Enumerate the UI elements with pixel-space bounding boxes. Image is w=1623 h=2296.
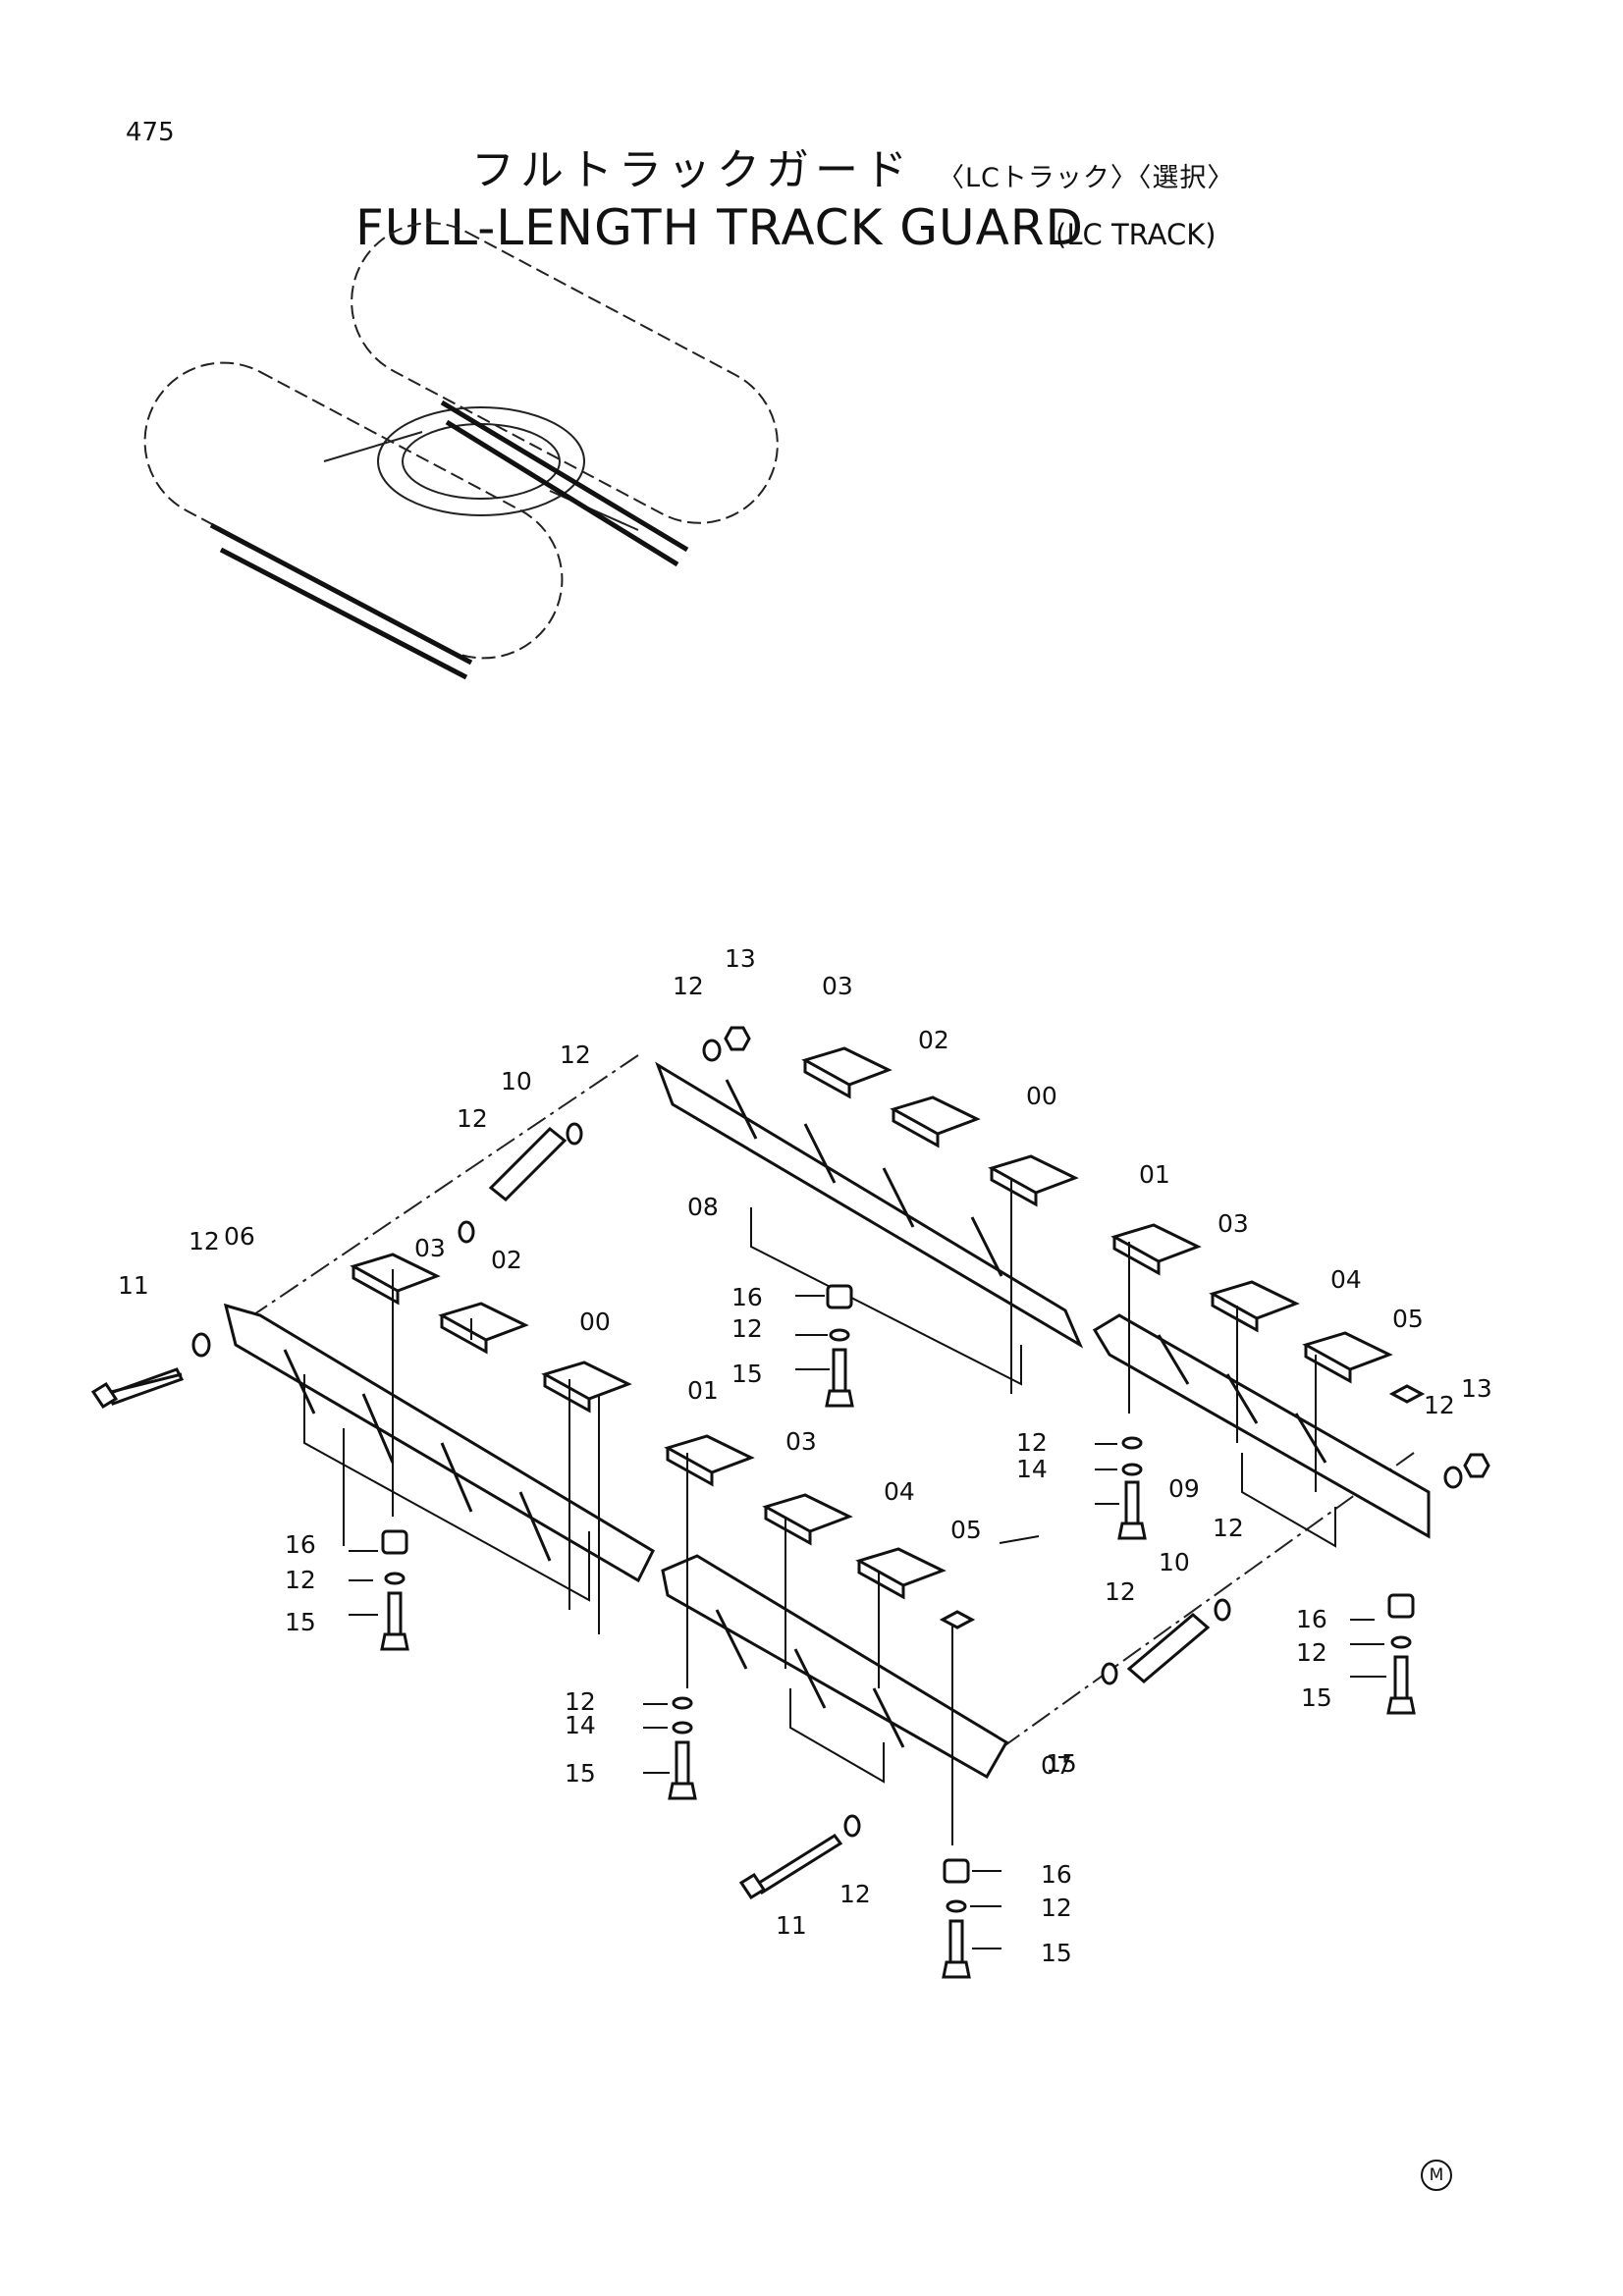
callout-label: 16 xyxy=(1296,1605,1327,1633)
callout-label: 15 xyxy=(565,1759,596,1788)
callout-label: 08 xyxy=(687,1193,719,1221)
callout-label: 11 xyxy=(118,1271,149,1300)
assembly-centerlines xyxy=(244,1054,1415,1763)
callout-label: 12 xyxy=(673,972,704,1000)
title-japanese-subtitle: 〈LCトラック〉〈選択〉 xyxy=(938,163,1235,193)
callout-label: 13 xyxy=(1461,1374,1492,1403)
callout-label: 00 xyxy=(579,1308,611,1336)
callout-label: 03 xyxy=(414,1234,446,1262)
callout-label: 15 xyxy=(285,1608,316,1636)
callout-label: 15 xyxy=(731,1360,763,1388)
rail-08 xyxy=(655,1061,1084,1386)
callout-label: 10 xyxy=(1159,1548,1190,1576)
bushing-bolt-stacks xyxy=(380,1284,1416,1979)
callout-label: 12 xyxy=(731,1314,763,1343)
title-english-subtitle: (LC TRACK) xyxy=(1055,218,1217,251)
callout-label: 04 xyxy=(1330,1265,1362,1294)
track-chain-overview xyxy=(209,400,689,680)
callout-label: 00 xyxy=(1026,1082,1057,1110)
callout-label: 15 xyxy=(1301,1683,1332,1712)
callout-label: 12 xyxy=(285,1566,316,1594)
callout-label: 02 xyxy=(491,1246,522,1274)
callout-label: 12 xyxy=(1296,1638,1327,1667)
page-number: 475 xyxy=(126,118,175,147)
callout-label: 12 xyxy=(560,1041,591,1069)
callout-label: 15 xyxy=(1041,1939,1072,1967)
callout-label: 14 xyxy=(1016,1455,1048,1483)
pins-10 xyxy=(488,1126,1211,1683)
shim-blocks xyxy=(350,1046,1426,1629)
callout-label: 11 xyxy=(776,1911,807,1940)
callout-label: 05 xyxy=(1392,1305,1424,1333)
callout-label: 03 xyxy=(1217,1209,1249,1238)
callout-label: 12 xyxy=(1213,1514,1244,1542)
washers-and-nuts xyxy=(191,1026,1490,1838)
callout-label: 12 xyxy=(457,1104,488,1133)
bolts-11 xyxy=(90,1367,843,1900)
leader-lines xyxy=(343,1178,1386,1949)
callout-label: 04 xyxy=(884,1477,915,1506)
callout-label: 10 xyxy=(501,1067,532,1095)
callout-label: 15 xyxy=(1046,1749,1077,1778)
callout-label: 03 xyxy=(822,972,853,1000)
title-english: FULL-LENGTH TRACK GUARD xyxy=(355,199,1085,256)
callout-label: 09 xyxy=(1168,1474,1200,1503)
callout-label: 12 xyxy=(565,1687,596,1716)
callout-label: 14 xyxy=(565,1711,596,1739)
callout-label: 07 xyxy=(1041,1751,1072,1780)
m-mark-symbol: M xyxy=(1421,2160,1452,2191)
callout-label: 06 xyxy=(224,1222,255,1251)
callout-label: 12 xyxy=(1424,1391,1455,1419)
title-japanese: フルトラックガード xyxy=(471,145,913,195)
callout-label: 12 xyxy=(1016,1428,1048,1457)
callout-label: 16 xyxy=(285,1530,316,1559)
callout-label: 12 xyxy=(1105,1577,1136,1606)
callout-label: 12 xyxy=(189,1227,220,1255)
rail-07 xyxy=(661,1554,1009,1784)
callout-label: 05 xyxy=(950,1516,982,1544)
callout-label: 01 xyxy=(687,1376,719,1405)
callout-label: 02 xyxy=(918,1026,949,1054)
callout-label: 16 xyxy=(731,1283,763,1311)
undercarriage-overview-illustration xyxy=(143,222,779,660)
callout-label: 13 xyxy=(725,944,756,973)
callout-label: 03 xyxy=(785,1427,817,1456)
rail-06 xyxy=(223,1303,655,1602)
callout-label: 12 xyxy=(1041,1894,1072,1922)
callout-label: 01 xyxy=(1139,1160,1170,1189)
rail-09 xyxy=(1092,1313,1431,1548)
callout-label: 12 xyxy=(839,1880,871,1908)
callout-label: 16 xyxy=(1041,1860,1072,1889)
